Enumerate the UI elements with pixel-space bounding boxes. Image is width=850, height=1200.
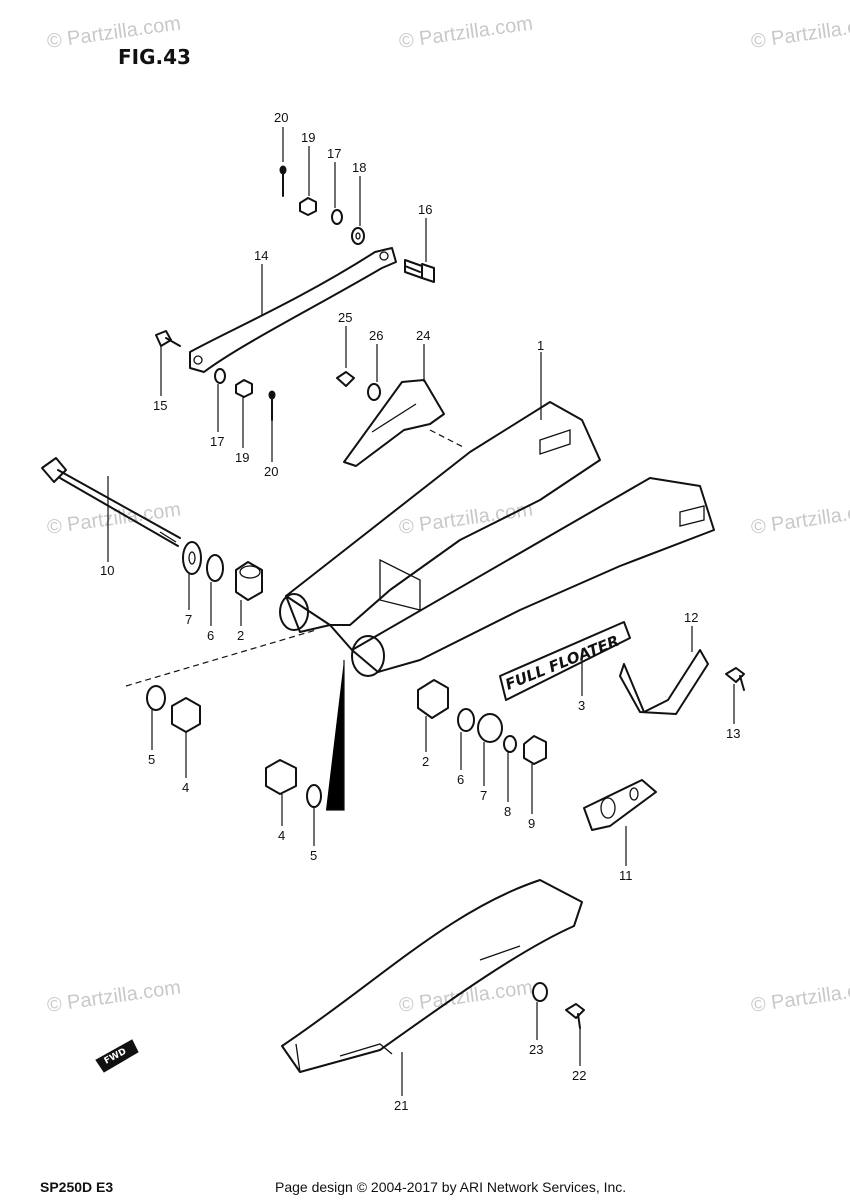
callout-14[interactable]: 14 bbox=[254, 248, 268, 263]
part-5-seal-lower[interactable] bbox=[306, 784, 322, 808]
watermarks: © Partzilla.com © Partzilla.com © Partzi… bbox=[46, 12, 850, 1017]
callout-18[interactable]: 18 bbox=[352, 160, 366, 175]
part-6-washer-right[interactable] bbox=[457, 708, 475, 732]
callout-13[interactable]: 13 bbox=[726, 726, 740, 741]
decal-text: FULL FLOATER bbox=[503, 632, 622, 694]
callout-7-right[interactable]: 7 bbox=[480, 788, 487, 803]
part-7-washer-right[interactable] bbox=[477, 713, 503, 743]
part-9-nut[interactable] bbox=[523, 735, 547, 765]
leader-line-5 bbox=[326, 660, 345, 811]
part-23-washer[interactable] bbox=[532, 982, 548, 1002]
part-15-bolt[interactable] bbox=[155, 330, 181, 347]
callout-25[interactable]: 25 bbox=[338, 310, 352, 325]
part-6-washer-left[interactable] bbox=[206, 554, 224, 582]
watermark: © Partzilla.com bbox=[46, 976, 183, 1017]
part-21-chain-case[interactable] bbox=[281, 879, 583, 1073]
callout-22[interactable]: 22 bbox=[572, 1068, 586, 1083]
leader-dashed-2 bbox=[125, 629, 317, 687]
part-17-lock-washer-top[interactable] bbox=[331, 209, 343, 225]
callout-3[interactable]: 3 bbox=[578, 698, 585, 713]
part-17-lock-washer-lower[interactable] bbox=[214, 368, 226, 384]
part-16-bolt[interactable] bbox=[404, 259, 435, 283]
part-12-chain-guide-bracket[interactable] bbox=[619, 649, 709, 715]
leader-dashed-1 bbox=[429, 429, 466, 449]
figure-label: FIG.43 bbox=[118, 45, 191, 69]
callout-1[interactable]: 1 bbox=[537, 338, 544, 353]
callout-6-right[interactable]: 6 bbox=[457, 772, 464, 787]
callout-26[interactable]: 26 bbox=[369, 328, 383, 343]
callout-21[interactable]: 21 bbox=[394, 1098, 408, 1113]
watermark: © Partzilla.com bbox=[750, 12, 850, 53]
leader-lines bbox=[107, 127, 735, 1096]
fwd-arrow-icon: FWD bbox=[95, 1039, 139, 1073]
part-5-seal-left[interactable] bbox=[146, 685, 166, 711]
watermark: © Partzilla.com bbox=[398, 976, 535, 1017]
callout-9[interactable]: 9 bbox=[528, 816, 535, 831]
part-2-bush-left[interactable] bbox=[235, 561, 263, 601]
callout-8[interactable]: 8 bbox=[504, 804, 511, 819]
part-14-torque-arm[interactable] bbox=[189, 247, 397, 373]
part-7-washer-left[interactable] bbox=[182, 541, 202, 575]
part-2-bush-right[interactable] bbox=[417, 679, 449, 719]
part-4-bearing-lower[interactable] bbox=[265, 759, 297, 795]
watermark: © Partzilla.com bbox=[398, 12, 535, 53]
callout-12[interactable]: 12 bbox=[684, 610, 698, 625]
part-8-washer[interactable] bbox=[503, 735, 517, 753]
callout-4-lower[interactable]: 4 bbox=[278, 828, 285, 843]
callout-2-right[interactable]: 2 bbox=[422, 754, 429, 769]
callout-23[interactable]: 23 bbox=[529, 1042, 543, 1057]
watermark: © Partzilla.com bbox=[398, 498, 535, 539]
callout-15[interactable]: 15 bbox=[153, 398, 167, 413]
part-19-nut-lower[interactable] bbox=[235, 379, 253, 398]
watermark: © Partzilla.com bbox=[750, 976, 850, 1017]
callout-19-top[interactable]: 19 bbox=[301, 130, 315, 145]
callout-7-left[interactable]: 7 bbox=[185, 612, 192, 627]
part-11-chain-adjuster[interactable] bbox=[583, 779, 657, 831]
callouts: 20 19 17 18 16 14 25 26 24 1 15 17 19 20… bbox=[100, 110, 740, 1113]
callout-5-lower[interactable]: 5 bbox=[310, 848, 317, 863]
part-18-washer[interactable] bbox=[351, 227, 365, 245]
model-code: SP250D E3 bbox=[40, 1179, 113, 1195]
watermark: © Partzilla.com bbox=[750, 498, 850, 539]
part-22-bolt[interactable] bbox=[565, 1003, 585, 1029]
callout-20-top[interactable]: 20 bbox=[274, 110, 288, 125]
part-25-bolt[interactable] bbox=[336, 371, 355, 387]
part-26-washer[interactable] bbox=[367, 383, 381, 401]
part-4-bearing-left[interactable] bbox=[171, 697, 201, 733]
footer-credit: Page design © 2004-2017 by ARI Network S… bbox=[275, 1179, 626, 1195]
callout-17-top[interactable]: 17 bbox=[327, 146, 341, 161]
part-20-cotter-pin-lower[interactable] bbox=[268, 390, 276, 421]
callout-4-left[interactable]: 4 bbox=[182, 780, 189, 795]
callout-17-lower[interactable]: 17 bbox=[210, 434, 224, 449]
part-10-pivot-bolt[interactable] bbox=[41, 457, 181, 547]
part-24-bracket[interactable] bbox=[343, 379, 445, 467]
part-19-nut-top[interactable] bbox=[299, 197, 317, 216]
callout-24[interactable]: 24 bbox=[416, 328, 430, 343]
callout-20-lower[interactable]: 20 bbox=[264, 464, 278, 479]
part-20-cotter-pin-top[interactable] bbox=[279, 165, 287, 197]
callout-11[interactable]: 11 bbox=[619, 868, 633, 883]
part-13-bolt[interactable] bbox=[725, 667, 745, 691]
callout-19-lower[interactable]: 19 bbox=[235, 450, 249, 465]
callout-6-left[interactable]: 6 bbox=[207, 628, 214, 643]
callout-5-left[interactable]: 5 bbox=[148, 752, 155, 767]
part-3-decal[interactable]: FULL FLOATER bbox=[499, 621, 631, 701]
callout-16[interactable]: 16 bbox=[418, 202, 432, 217]
callout-2-left[interactable]: 2 bbox=[237, 628, 244, 643]
callout-10[interactable]: 10 bbox=[100, 563, 114, 578]
part-1-swing-arm[interactable] bbox=[279, 401, 715, 677]
